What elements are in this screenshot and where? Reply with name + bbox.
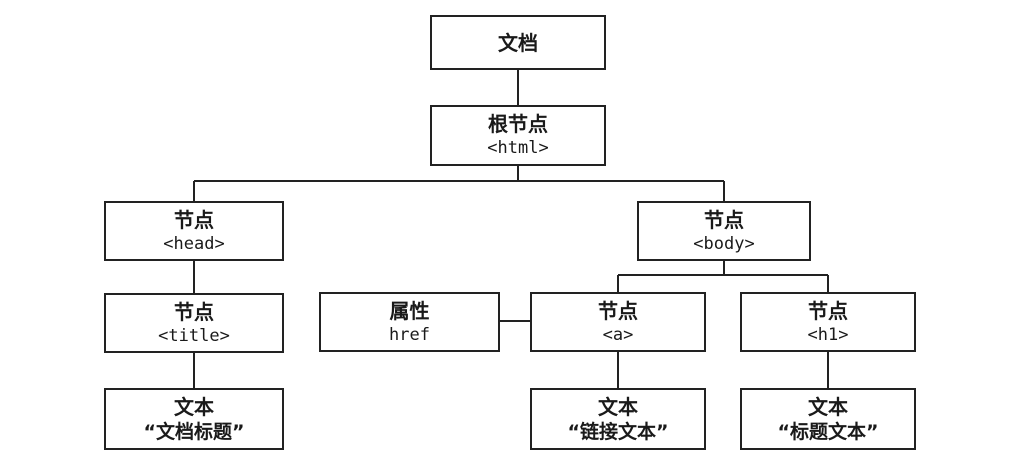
node-tag: <title> <box>158 325 230 346</box>
node-attribute-href: 属性 href <box>319 292 500 352</box>
node-h1: 节点 <h1> <box>740 292 916 352</box>
node-title-text: 文本 “文档标题” <box>104 388 284 450</box>
node-label: 节点 <box>598 298 638 323</box>
node-tag: <h1> <box>807 324 849 345</box>
node-tag: <body> <box>693 233 755 254</box>
node-a-text: 文本 “链接文本” <box>530 388 706 450</box>
node-h1-text: 文本 “标题文本” <box>740 388 916 450</box>
node-head: 节点 <head> <box>104 201 284 261</box>
node-label: 节点 <box>174 207 214 232</box>
node-text-content: “链接文本” <box>567 420 669 443</box>
node-label: 根节点 <box>488 112 548 137</box>
node-tag: <html> <box>487 138 549 159</box>
node-tag: <head> <box>163 233 225 254</box>
node-label: 文本 <box>174 394 214 419</box>
node-label: 文本 <box>598 394 638 419</box>
node-tag: <a> <box>602 324 634 345</box>
node-label: 节点 <box>174 299 214 324</box>
node-label: 属性 <box>389 298 430 323</box>
node-document: 文档 <box>430 15 606 70</box>
node-label: 文档 <box>498 30 538 55</box>
node-text-content: “标题文本” <box>777 420 879 443</box>
node-label: 文本 <box>808 394 848 419</box>
node-label: 节点 <box>704 207 744 232</box>
node-body: 节点 <body> <box>637 201 811 261</box>
node-a: 节点 <a> <box>530 292 706 352</box>
node-title: 节点 <title> <box>104 293 284 353</box>
node-text-content: “文档标题” <box>143 420 245 443</box>
node-root-html: 根节点 <html> <box>430 105 606 166</box>
node-label: 节点 <box>808 298 848 323</box>
node-tag: href <box>389 324 430 345</box>
